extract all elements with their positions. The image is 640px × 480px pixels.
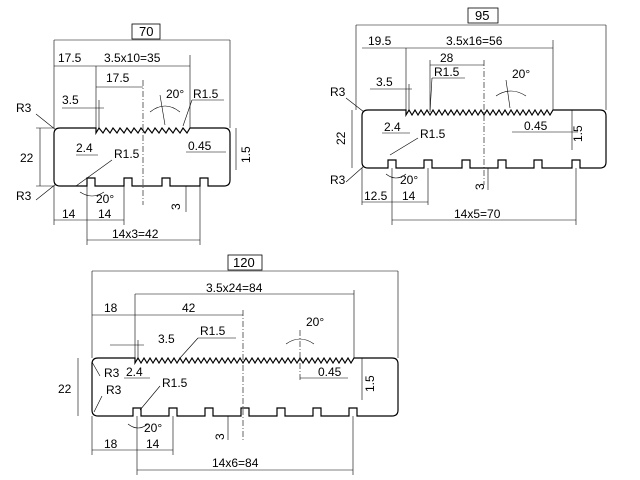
leader <box>389 137 419 156</box>
dim-1-5: 1.5 <box>363 375 377 392</box>
dim-r1-5: R1.5 <box>114 147 140 161</box>
angle-leg <box>505 79 511 109</box>
leader <box>182 99 193 127</box>
dim-22: 22 <box>58 382 72 396</box>
leader <box>35 183 57 201</box>
dim-1-5: 1.5 <box>239 146 253 163</box>
dim-r3-bot: R3 <box>330 173 346 187</box>
angle-arc <box>79 191 105 197</box>
dim-14: 14 <box>146 437 160 451</box>
dim-3-5: 3.5 <box>158 332 175 346</box>
dim-20deg: 20° <box>512 67 530 81</box>
width-label: 120 <box>233 255 255 270</box>
dim-42: 42 <box>182 301 196 315</box>
leader <box>93 395 103 413</box>
width-box <box>227 254 263 271</box>
dim-17-5: 17.5 <box>58 51 82 65</box>
angle-arc <box>495 90 527 97</box>
dim-3: 3 <box>473 183 487 190</box>
dim-0-45: 0.45 <box>524 119 548 133</box>
dim-20deg-b: 20° <box>400 173 418 187</box>
dim-grooves: 3.5x24=84 <box>206 281 263 295</box>
leader <box>91 361 101 377</box>
dim-3: 3 <box>213 433 227 440</box>
profile-70-outline <box>53 126 231 187</box>
dim-2-4: 2.4 <box>76 141 93 155</box>
angle-arc <box>385 173 407 179</box>
dim-r1-5-top: R1.5 <box>193 87 219 101</box>
dim-r3-bot: R3 <box>16 189 32 203</box>
leader <box>75 159 113 187</box>
dim-18: 18 <box>104 301 118 315</box>
dim-14-a: 14 <box>62 207 76 221</box>
width-label: 95 <box>475 8 489 23</box>
dim-r3-b: R3 <box>106 383 122 397</box>
dim-20deg-b: 20° <box>96 192 114 206</box>
profile-70: 70 17.5 3.5x10=35 17.5 3.5 20° R1.5 R3 2… <box>16 23 253 245</box>
dim-r1-5-top: R1.5 <box>434 65 460 79</box>
dim-14x5: 14x5=70 <box>454 207 501 221</box>
profile-120-outline <box>91 356 399 417</box>
dim-18-b: 18 <box>104 437 118 451</box>
profile-120: 120 3.5x24=84 18 42 3.5 R1.5 20° 0.45 1.… <box>58 254 399 475</box>
dim-14: 14 <box>402 189 416 203</box>
dim-22: 22 <box>20 151 34 165</box>
profile-95-outline <box>361 108 607 169</box>
dim-grooves: 3.5x10=35 <box>104 51 161 65</box>
dim-0-45: 0.45 <box>188 139 212 153</box>
dim-20deg: 20° <box>306 315 324 329</box>
dim-r3-a: R3 <box>104 366 120 380</box>
dim-28: 28 <box>440 51 454 65</box>
dim-r1-5: R1.5 <box>420 127 446 141</box>
angle-leg <box>159 94 166 126</box>
width-box <box>467 7 499 24</box>
dim-14x6: 14x6=84 <box>212 456 259 470</box>
dim-3: 3 <box>169 203 183 210</box>
profile-95: 95 19.5 3.5x16=56 28 R1.5 3.5 20° R3 22 … <box>330 7 607 225</box>
angle-arc <box>285 338 315 345</box>
dim-r1-5-top: R1.5 <box>200 324 226 338</box>
dim-22: 22 <box>334 131 348 145</box>
dim-2-4: 2.4 <box>384 120 401 134</box>
dim-14x3: 14x3=42 <box>112 227 159 241</box>
angle-arc <box>149 105 181 113</box>
leader <box>345 97 365 113</box>
leader <box>139 385 161 411</box>
dim-12-5: 12.5 <box>364 189 388 203</box>
dim-14-b: 14 <box>98 207 112 221</box>
dim-2-4: 2.4 <box>126 365 143 379</box>
dim-r1-5: R1.5 <box>162 376 188 390</box>
leader <box>35 113 57 131</box>
dim-3-5: 3.5 <box>376 75 393 89</box>
dim-r3-top: R3 <box>16 101 32 115</box>
width-label: 70 <box>139 24 153 39</box>
dim-1-5: 1.5 <box>571 125 585 142</box>
dim-grooves: 3.5x16=56 <box>446 34 503 48</box>
dim-0-45: 0.45 <box>318 365 342 379</box>
leader <box>345 165 365 183</box>
dim-3-5: 3.5 <box>62 93 79 107</box>
dim-19-5: 19.5 <box>368 34 392 48</box>
width-box <box>131 23 161 40</box>
dim-20deg-b: 20° <box>144 421 162 435</box>
dim-r3-top: R3 <box>330 85 346 99</box>
dim-20deg: 20° <box>166 87 184 101</box>
leader <box>179 337 199 359</box>
angle-arc <box>127 423 149 429</box>
leader <box>429 77 433 113</box>
dim-17-5-b: 17.5 <box>106 71 130 85</box>
